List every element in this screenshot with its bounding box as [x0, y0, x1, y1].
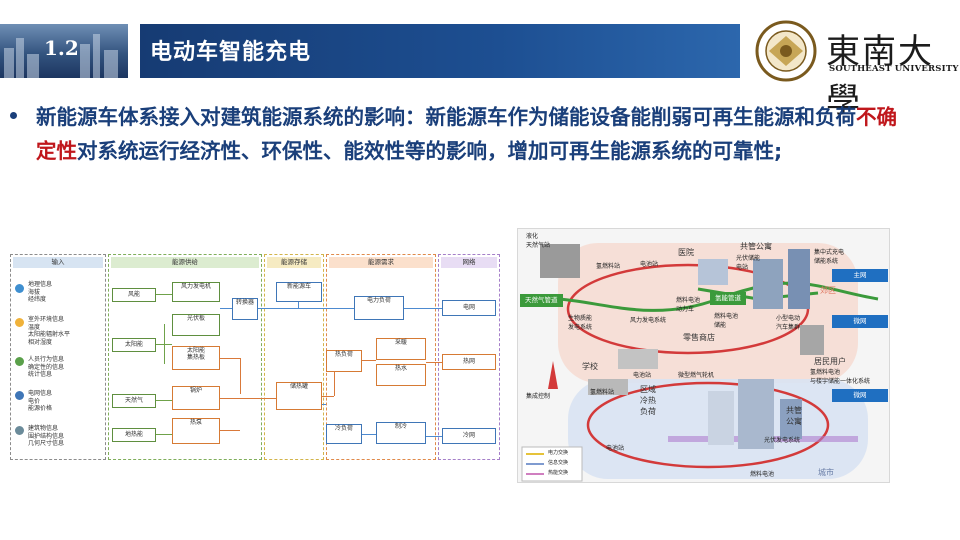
bullet-marker	[10, 112, 17, 119]
tag-micro-grid-bottom: 微网	[832, 389, 888, 402]
label-small-ev: 小型电动汽车集群	[776, 315, 801, 331]
source-solar: 太阳能	[112, 338, 156, 352]
bullet-highlight: 不确定性	[36, 105, 897, 163]
input-section: 输入	[10, 254, 106, 460]
label-fuel-cell-storage: 燃料电池储能	[714, 313, 739, 329]
header-city-image	[0, 24, 128, 78]
label-bio-gen: 生物质能发电系统	[568, 315, 593, 331]
label-charge-station: 电池站	[640, 261, 659, 268]
converter-solar-collector: 太阳能集热板	[172, 346, 220, 370]
title-bar	[140, 24, 740, 78]
energy-system-diagram: 输入 能源供给 能源存储 能源需求 网络 地理信息海拔经纬度 室外环境信息温度太…	[10, 254, 502, 464]
label-shared-apt-bottom: 共管公寓	[786, 406, 802, 426]
demand-power: 电力负荷	[354, 296, 404, 320]
converter-heat-pump: 热泵	[172, 418, 220, 444]
supply-section: 能源供给	[108, 254, 262, 460]
label-pv-station: 光伏储能电站	[736, 255, 761, 271]
demand-refrigeration: 制冷	[376, 422, 426, 444]
label-shared-apt: 共管公寓	[740, 242, 772, 251]
demand-hot-water: 热水	[376, 364, 426, 386]
label-h2-station: 氢燃料站	[596, 263, 621, 270]
converter-pv: 光伏板	[172, 314, 220, 336]
label-wind-gen: 风力发电系统	[630, 317, 667, 324]
label-fuel-cell-bottom: 燃料电池	[750, 471, 775, 478]
globe-icon	[15, 284, 24, 293]
input-grid: 电网信息电价能源价格	[28, 390, 53, 412]
label-residential: 居民用户	[814, 357, 846, 366]
bullet-text: 新能源车体系接入对建筑能源系统的影响：新能源车作为储能设备能削弱可再生能源和负荷…	[36, 100, 916, 168]
bullet-text-part1: 新能源车体系接入对建筑能源系统的影响：新能源车作为储能设备能削弱可再生能源和负荷	[36, 105, 856, 129]
legend-power: 电力交换	[548, 450, 569, 456]
label-residential-sub: 氢燃料电池与楼宇储能一体化系统	[810, 369, 871, 385]
source-gas: 天然气	[112, 394, 156, 408]
input-behavior: 人员行为信息确定性的信息统计信息	[28, 356, 65, 378]
label-urban: 城市	[818, 468, 834, 477]
section-header: 网络	[441, 257, 497, 268]
input-building: 建筑物信息围护结构信息几何尺寸信息	[28, 425, 65, 447]
grid-power: 电网	[442, 300, 496, 316]
section-header: 能源需求	[329, 257, 433, 268]
source-geo: 地热能	[112, 428, 156, 442]
university-name-cn: 東南大學	[826, 32, 934, 121]
label-school: 学校	[582, 362, 598, 371]
grid-heat: 热网	[442, 354, 496, 370]
label-gas-pipe: 天然气管道	[520, 294, 563, 307]
label-hospital: 医院	[678, 248, 694, 257]
page-title: 电动车智能充电	[150, 40, 312, 65]
building-icon	[15, 426, 24, 435]
source-wind: 风能	[112, 288, 156, 302]
label-suburb: 郊区	[820, 286, 836, 295]
demand-heating: 采暖	[376, 338, 426, 360]
section-header: 输入	[13, 257, 103, 268]
section-header: 能源存储	[267, 257, 321, 268]
storage-section: 能源存储	[264, 254, 324, 460]
demand-heat: 热负荷	[326, 350, 362, 372]
smart-energy-network-diagram: 液化天然气站 氢燃料站 电池站 医院 共管公寓 光伏储能电站 集中式充电储能系统…	[517, 228, 890, 483]
converter-inverter: 转换器	[232, 298, 258, 320]
grid-section: 网络	[438, 254, 500, 460]
label-retail: 零售商店	[683, 333, 715, 342]
label-district-load: 区域冷热负荷	[640, 385, 656, 416]
converter-wind-turbine: 风力发电机	[172, 282, 220, 302]
university-seal-icon	[755, 20, 817, 82]
legend-info: 信息交换	[548, 460, 569, 466]
network-background	[521, 243, 879, 482]
label-charge-station-mid: 电池站	[633, 372, 652, 379]
label-centralized-control: 集成控制	[526, 393, 551, 400]
weather-icon	[15, 318, 24, 327]
section-number: 1.2	[44, 36, 79, 60]
legend-heat: 热能交换	[548, 470, 569, 476]
bullet-text-part2: 对系统运行经济性、环保性、能效性等的影响，增加可再生能源系统的可靠性;	[77, 139, 783, 163]
label-central-storage: 集中式充电储能系统	[814, 249, 845, 265]
input-geo: 地理信息海拔经纬度	[28, 281, 53, 303]
input-env: 室外环境信息温度太阳能辐射水平相对湿度	[28, 316, 71, 346]
label-charge-station-bottom: 电池站	[606, 445, 625, 452]
demand-cooling: 冷负荷	[326, 424, 362, 444]
converter-boiler: 锅炉	[172, 386, 220, 410]
people-icon	[15, 357, 24, 366]
grid-cold: 冷网	[442, 428, 496, 444]
label-gas-turbine: 微型燃气轮机	[678, 372, 715, 379]
dollar-icon	[15, 391, 24, 400]
label-lng-station: 液化天然气站	[526, 233, 551, 249]
storage-ev: 新能源车	[276, 282, 322, 302]
tag-micro-grid-top: 微网	[832, 315, 888, 328]
university-name-en: SOUTHEAST UNIVERSITY	[829, 64, 959, 74]
label-pv-bottom: 光伏发电系统	[764, 437, 801, 444]
tag-main-grid: 主网	[832, 269, 888, 282]
storage-thermal: 储热罐	[276, 382, 322, 410]
label-h2-pipe: 氢能管道	[710, 292, 746, 305]
label-h2-station-bottom: 氢燃料站	[590, 389, 615, 396]
label-fuel-cell-vehicle: 燃料电池动力车	[676, 297, 701, 313]
section-header: 能源供给	[111, 257, 259, 268]
